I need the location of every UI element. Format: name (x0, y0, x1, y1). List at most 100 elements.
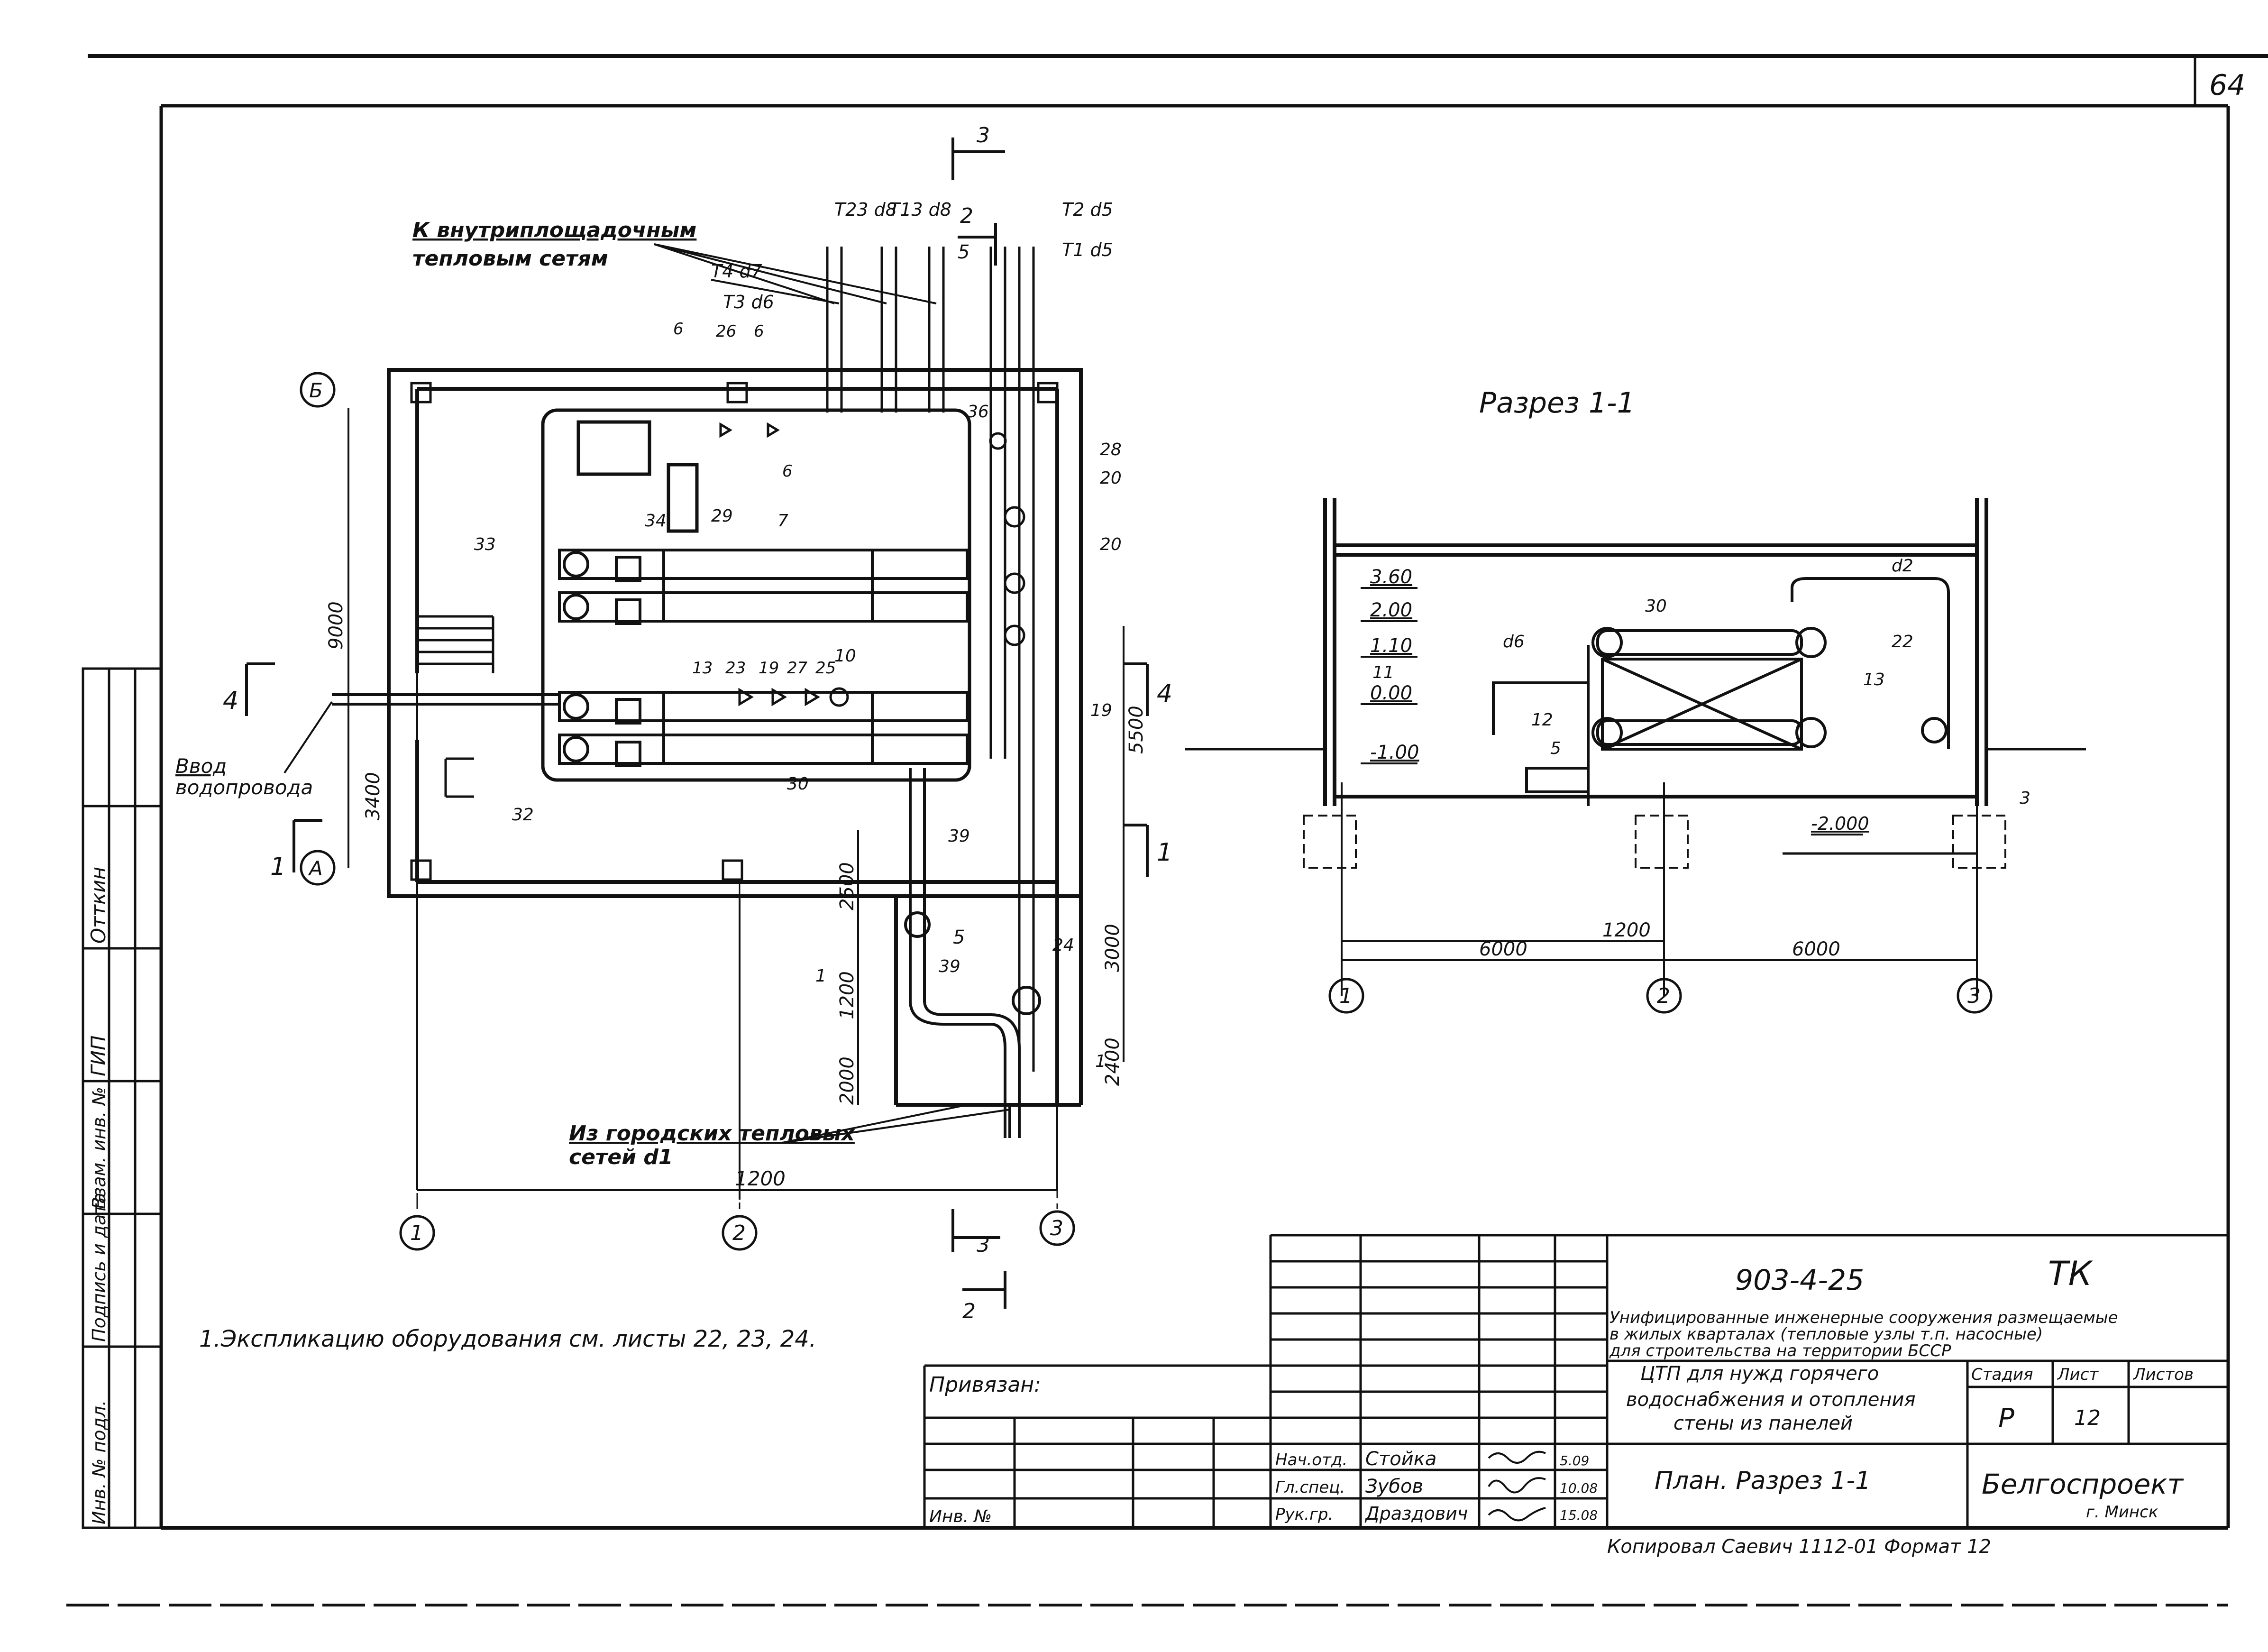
section-callout-d2: d2 (1892, 556, 1913, 576)
plan-dim-2000: 2000 (836, 1056, 858, 1105)
plan-label-heat-in-2: сетей d1 (569, 1145, 673, 1169)
section-dim-6000a: 6000 (1479, 938, 1527, 960)
callout-32: 32 (512, 805, 534, 825)
project-code: 903-4-25 (1735, 1264, 1864, 1297)
plan-pipe-t4: Т4 d7 (711, 261, 762, 282)
section-level-lines (1361, 587, 1863, 835)
callout-25: 25 (815, 659, 836, 678)
plan-pipe-t2: Т2 d5 (1062, 199, 1113, 220)
plan-label-heat-out-1: К внутриплощадочным (412, 218, 696, 242)
plan-axis-label-2: 2 (732, 1221, 746, 1245)
section-level-m1-00: -1.00 (1370, 742, 1419, 763)
plan-dim-2500: 2500 (836, 862, 858, 910)
callout-1a: 1 (1095, 1052, 1106, 1071)
sig-date-3: 15.08 (1560, 1507, 1598, 1523)
side-stamp-gip: ГИП (87, 1036, 110, 1076)
plan-dim-1200-b: 1200 (836, 971, 858, 1019)
equipment-note: 1.Экспликацию оборудования см. листы 22,… (199, 1326, 816, 1352)
organization: Белгоспроект (1982, 1468, 2184, 1500)
section-foundations (1303, 815, 2006, 869)
callout-6a: 6 (673, 320, 684, 339)
cut-mark-4-left: 4 (223, 687, 238, 715)
object-title-3: стены из панелей (1674, 1413, 1853, 1434)
callout-30: 30 (787, 774, 809, 794)
plan-pipe-t13: Т13 d8 (889, 199, 951, 220)
sheet-label: Лист (2057, 1365, 2099, 1384)
plan-water-inlet (332, 693, 559, 706)
section-axis-3: 3 (1967, 984, 1981, 1008)
side-stamp-signature: Подпись и дата (89, 1193, 110, 1342)
section-callout-22: 22 (1892, 632, 1913, 652)
sheet-number: 12 (2074, 1406, 2101, 1430)
plan-label-water-1: Ввод (175, 754, 227, 778)
cut-mark-2-top: 2 (960, 204, 973, 228)
section-level-3-60: 3.60 (1370, 566, 1412, 588)
plan-row-label-a: А (308, 857, 323, 880)
plan-cut-marks (245, 138, 1149, 1309)
section-level-2-00: 2.00 (1370, 599, 1412, 621)
callout-23: 23 (725, 659, 746, 678)
section-level-m2-000: -2.000 (1811, 813, 1869, 834)
inv-label: Инв. № (929, 1507, 992, 1526)
callout-20b: 20 (1100, 535, 1122, 554)
copy-line: Копировал Саевич 1112-01 Формат 12 (1607, 1536, 1991, 1558)
sig-name-1: Стойка (1365, 1448, 1436, 1470)
callout-7: 7 (777, 511, 788, 531)
plan-label-heat-in-1: Из городских тепловых (569, 1121, 855, 1146)
plan-columns (410, 382, 1059, 881)
sig-role-2: Гл.спец. (1275, 1478, 1345, 1497)
section-dim-lines (1341, 782, 1978, 996)
side-stamp-inv: Инв. № подл. (89, 1400, 110, 1524)
cut-mark-5-top: 5 (958, 241, 969, 263)
cut-mark-3-top: 3 (977, 123, 990, 147)
object-title-1: ЦТП для нужд горячего (1640, 1363, 1879, 1385)
plan-heat-exchangers (558, 549, 969, 767)
section-title: Разрез 1-1 (1479, 386, 1635, 420)
callout-10: 10 (834, 646, 856, 666)
plan-pipes-down (904, 768, 1041, 1138)
plan-axis-label-1: 1 (410, 1221, 423, 1245)
plan-dimension-lines (348, 408, 1125, 1200)
callout-19: 19 (1090, 701, 1112, 720)
callout-24: 24 (1052, 936, 1074, 955)
callout-33: 33 (474, 535, 496, 554)
binding-label: Привязан: (929, 1373, 1041, 1397)
sig-name-2: Зубов (1365, 1476, 1423, 1497)
plan-dim-5500: 5500 (1125, 706, 1147, 754)
cut-mark-1-right: 1 (1157, 838, 1172, 867)
section-callout-5: 5 (1550, 739, 1561, 758)
side-stamp (82, 667, 163, 1529)
plan-dim-3400: 3400 (362, 772, 384, 820)
section-axis-bubbles (1328, 978, 1993, 1014)
drawing-title: План. Разрез 1-1 (1655, 1467, 1871, 1495)
callout-6c: 6 (782, 462, 793, 481)
plan-dim-1200: 1200 (735, 1167, 786, 1190)
signature-scribbles (1488, 1450, 1546, 1522)
side-stamp-replace: Взам. инв. № (89, 1087, 110, 1209)
plan-leaders (284, 243, 1010, 1144)
callout-39a: 39 (948, 826, 970, 846)
object-title-2: водоснабжения и отопления (1626, 1389, 1916, 1411)
plan-label-heat-out-2: тепловым сетям (412, 247, 608, 271)
section-callout-3: 3 (2020, 789, 2030, 808)
plan-axis-lines (416, 872, 1058, 1209)
sig-role-3: Рук.гр. (1275, 1505, 1333, 1524)
callout-20a: 20 (1100, 468, 1122, 488)
section-callout-12: 12 (1531, 710, 1553, 730)
sig-date-1: 5.09 (1560, 1453, 1589, 1468)
section-dim-1200: 1200 (1602, 919, 1651, 941)
callout-13: 13 (692, 659, 713, 678)
callout-36: 36 (967, 402, 989, 422)
section-view (1185, 498, 2086, 1014)
plan-pipe-t1: Т1 d5 (1062, 239, 1113, 260)
callout-28: 28 (1100, 440, 1122, 459)
cut-mark-4-right: 4 (1157, 679, 1172, 708)
plan-row-label-b: Б (309, 379, 323, 402)
cut-mark-3-bottom: 3 (977, 1233, 990, 1257)
section-callout-11: 11 (1372, 663, 1394, 682)
callout-26: 26 (716, 322, 736, 341)
section-code: ТК (2048, 1254, 2094, 1293)
sig-name-3: Драздович (1364, 1503, 1468, 1524)
plan-view (245, 138, 1149, 1309)
